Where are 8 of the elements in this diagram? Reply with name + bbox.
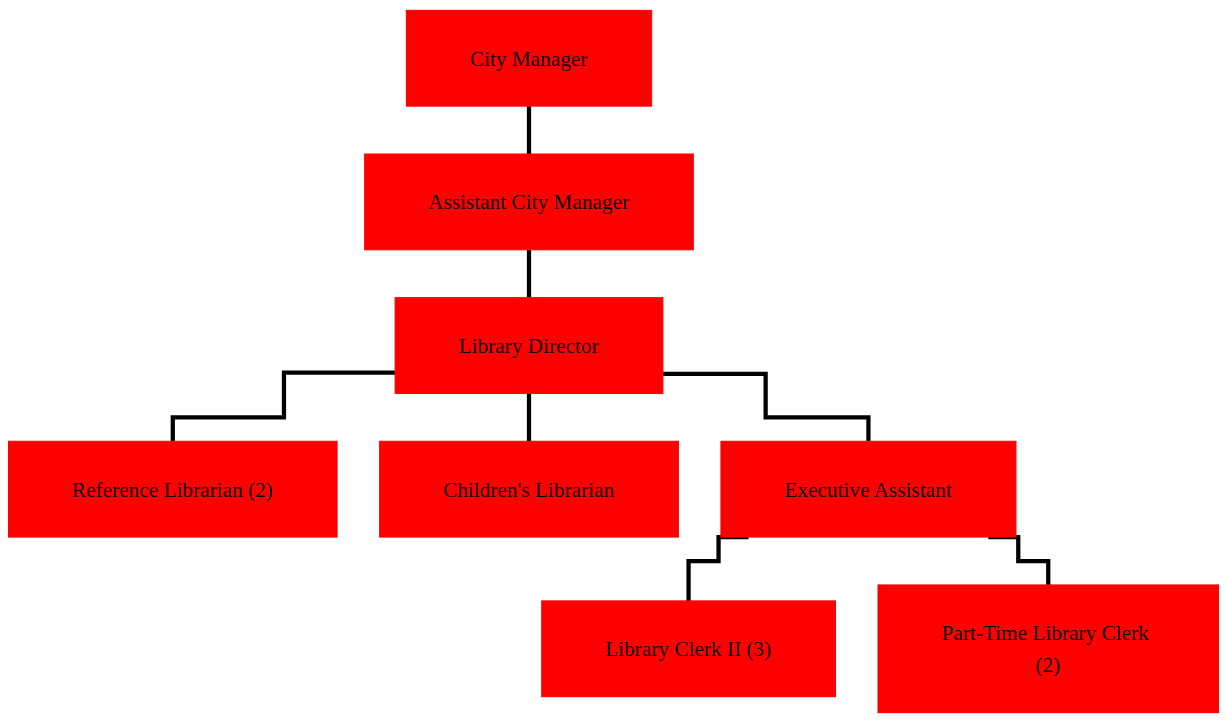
node-box: City Manager bbox=[405, 9, 653, 107]
node-box: Library Clerk II (3) bbox=[541, 600, 836, 698]
node-box: Part-Time Library Clerk (2) bbox=[877, 584, 1219, 714]
node-box: Executive Assistant bbox=[720, 440, 1017, 538]
node-box: Assistant City Manager bbox=[364, 153, 694, 251]
node-box: Reference Librarian (2) bbox=[7, 440, 338, 538]
node-box: Library Director bbox=[394, 297, 664, 394]
node-box: Children's Librarian bbox=[379, 440, 679, 538]
